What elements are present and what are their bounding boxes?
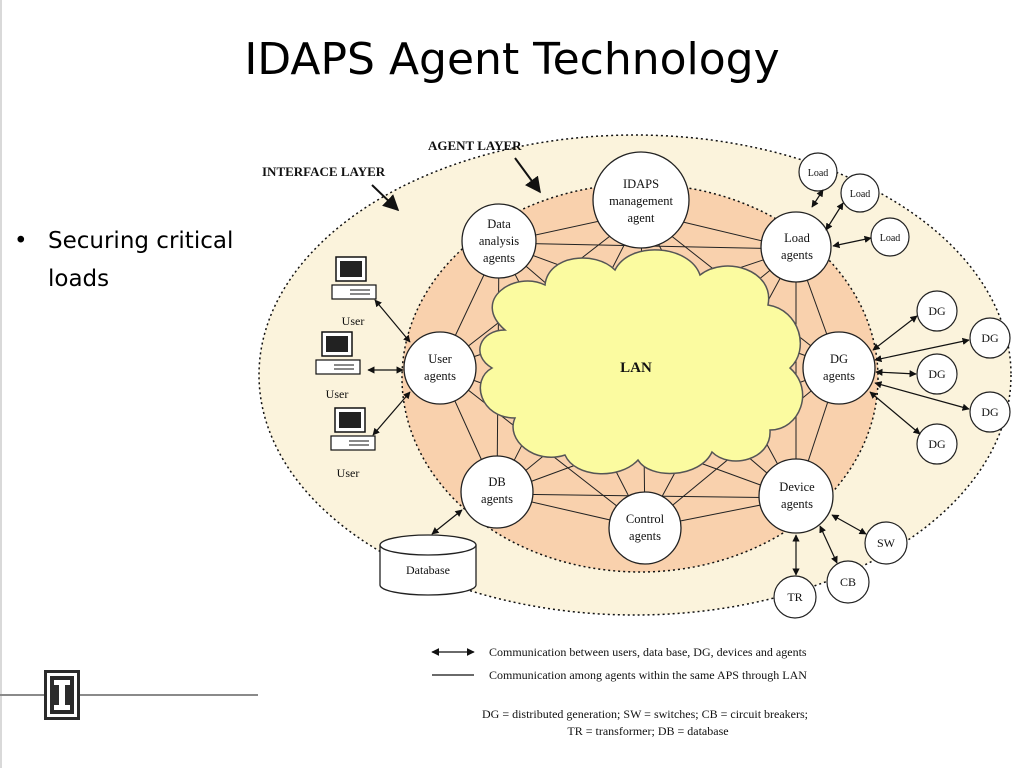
- user-label: User: [342, 314, 365, 328]
- lan-cloud: [479, 249, 804, 475]
- bullet-icon: •: [14, 228, 28, 254]
- dg-agent-label-1: DG: [830, 352, 848, 366]
- user-computer-icon: [331, 256, 377, 300]
- db-agents: [460, 455, 534, 529]
- abbreviations-line-1: DG = distributed generation; SW = switch…: [482, 707, 808, 721]
- bullet-list: • Securing critical loads: [14, 222, 284, 298]
- bullet-text: Securing critical loads: [48, 228, 234, 292]
- idaps-agent-label-1: IDAPS: [623, 177, 659, 191]
- cb-node: [826, 560, 870, 604]
- load-node-label: Load: [808, 168, 829, 179]
- footer-rule: [0, 694, 258, 696]
- data-agent-label-1: Data: [487, 217, 511, 231]
- user-computer-icon: [330, 407, 376, 451]
- dg-node-label: DG: [928, 304, 946, 318]
- user-agents: [403, 331, 477, 405]
- dg-node: [916, 290, 958, 332]
- data-agent-label-2: analysis: [479, 234, 519, 248]
- dg-node: [969, 391, 1011, 433]
- database-icon: [379, 534, 477, 596]
- idaps-management-agent: [592, 151, 690, 249]
- load-agent-label-1: Load: [784, 231, 810, 245]
- interface-layer-label: INTERFACE LAYER: [262, 164, 386, 179]
- dg-node: [969, 317, 1011, 359]
- user-computer-icon: [315, 331, 361, 375]
- control-agents: [608, 491, 682, 565]
- slide-title: IDAPS Agent Technology: [244, 34, 780, 85]
- interface-layer-pointer: [371, 184, 400, 212]
- data-agent-label-3: agents: [483, 251, 515, 265]
- load-node-label: Load: [850, 189, 871, 200]
- idaps-agent-label-3: agent: [627, 211, 655, 225]
- bullet-item: • Securing critical loads: [14, 222, 284, 298]
- database-label: Database: [406, 563, 450, 577]
- user-label: User: [337, 466, 360, 480]
- load-node-label: Load: [880, 233, 901, 244]
- legend-arrow-text: Communication between users, data base, …: [489, 645, 807, 659]
- legend-line-text: Communication among agents within the sa…: [489, 668, 807, 682]
- load-agent-label-2: agents: [781, 248, 813, 262]
- agent-layer-pointer: [514, 157, 541, 194]
- dg-node-label: DG: [928, 437, 946, 451]
- sw-node-label: SW: [877, 536, 896, 550]
- agent-layer-label: AGENT LAYER: [428, 138, 522, 153]
- control-agent-label-2: agents: [629, 529, 661, 543]
- interface-arrows: [367, 189, 970, 576]
- data-analysis-agents: [461, 203, 537, 279]
- db-agent-label-2: agents: [481, 492, 513, 506]
- dg-node: [916, 423, 958, 465]
- dg-agent-label-2: agents: [823, 369, 855, 383]
- slide-border: [0, 0, 2, 768]
- abbreviations-line-2: TR = transformer; DB = database: [567, 724, 728, 738]
- lan-label: LAN: [620, 360, 652, 376]
- idaps-agent-label-2: management: [609, 194, 673, 208]
- tr-node-label: TR: [787, 590, 802, 604]
- user-agent-label-2: agents: [424, 369, 456, 383]
- dg-node-label: DG: [981, 405, 999, 419]
- user-label: User: [326, 387, 349, 401]
- control-agent-label-1: Control: [626, 512, 665, 526]
- dg-agents: [802, 331, 876, 405]
- tr-node: [773, 575, 817, 619]
- device-agent-label-1: Device: [779, 480, 815, 494]
- load-node: [840, 173, 880, 213]
- dg-node-label: DG: [928, 367, 946, 381]
- user-agent-label-1: User: [428, 352, 452, 366]
- device-agent-label-2: agents: [781, 497, 813, 511]
- load-agents: [760, 211, 832, 283]
- db-agent-label-1: DB: [488, 475, 505, 489]
- cb-node-label: CB: [840, 575, 856, 589]
- device-agents: [758, 458, 834, 534]
- sw-node: [864, 521, 908, 565]
- dg-node-label: DG: [981, 331, 999, 345]
- university-logo-icon: [44, 670, 80, 720]
